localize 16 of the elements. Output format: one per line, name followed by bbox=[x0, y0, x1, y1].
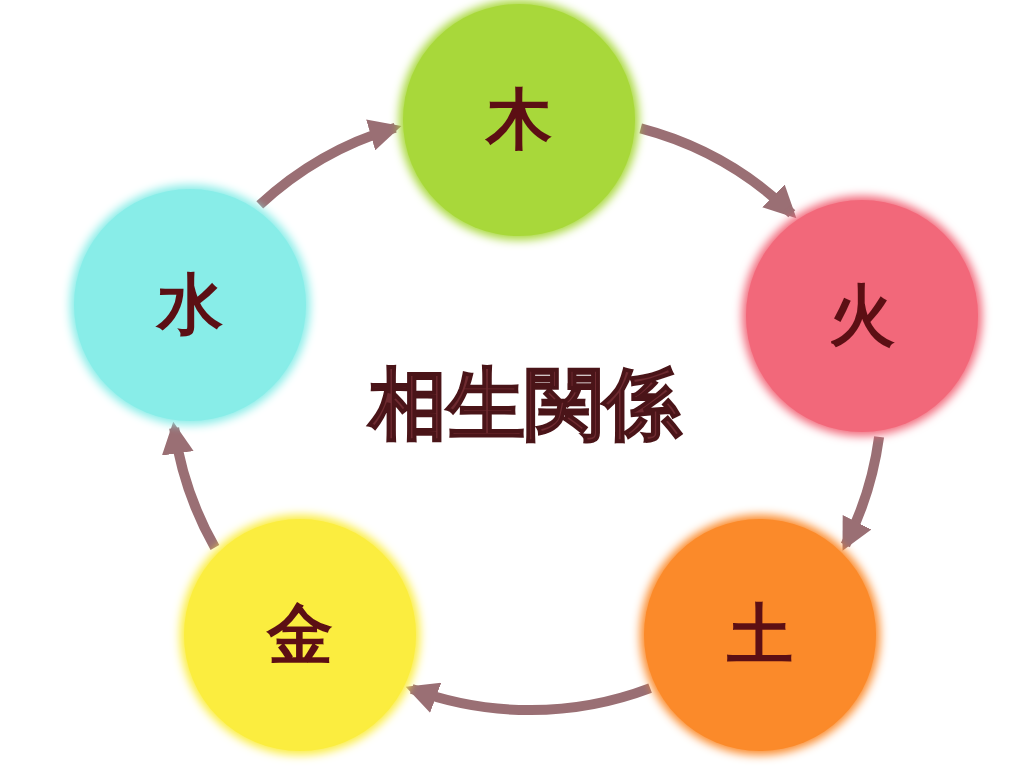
element-label: 金 bbox=[267, 602, 333, 668]
arrow bbox=[840, 435, 884, 551]
arrow bbox=[163, 421, 220, 550]
diagram-title: 相生関係 bbox=[366, 362, 683, 448]
element-label: 土 bbox=[727, 602, 793, 668]
arrow bbox=[405, 681, 652, 716]
element-label: 火 bbox=[829, 283, 895, 349]
arrow bbox=[256, 121, 402, 209]
arrow bbox=[639, 123, 797, 218]
element-circle bbox=[403, 4, 635, 236]
element-label: 木 bbox=[486, 87, 552, 153]
element-circle bbox=[746, 200, 978, 432]
element-circle bbox=[644, 519, 876, 751]
element-circle bbox=[184, 519, 416, 751]
element-circle bbox=[74, 189, 306, 421]
element-label: 水 bbox=[157, 272, 223, 338]
